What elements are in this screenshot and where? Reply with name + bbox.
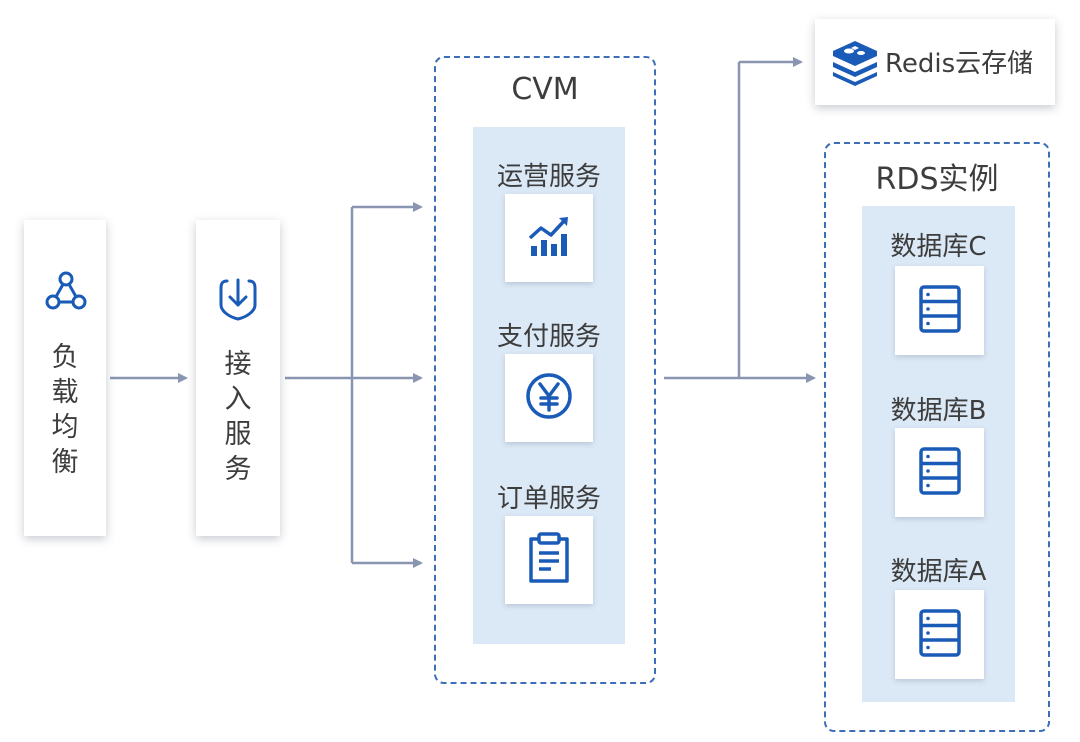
redis-label: Redis云存储 [885,49,1034,79]
yen-circle-icon [523,370,575,426]
layers-icon [829,36,881,88]
order-service-tile [505,516,593,604]
server-icon [918,446,962,500]
rds-group [824,142,1050,732]
access-service-char: 接 [224,349,252,380]
service-label-pay: 支付服务 [496,322,601,352]
db-a-tile [895,590,984,679]
service-label-order: 订单服务 [496,484,601,514]
pay-service-tile [505,354,593,442]
cvm-title: CVM [511,72,579,107]
download-shield-icon [217,275,259,321]
db-label-c: 数据库C [890,232,987,262]
clipboard-icon [527,531,571,589]
access-service-char: 务 [224,454,252,485]
cvm-group [434,56,656,684]
db-label-a: 数据库A [890,557,987,587]
redis-node: Redis云存储 [815,19,1055,105]
server-icon [918,608,962,662]
chart-growth-icon [525,212,573,264]
ops-service-tile [505,194,593,282]
service-label-ops: 运营服务 [496,162,601,192]
access-service-char: 服 [224,419,252,450]
load-balancer-char: 负 [51,342,79,373]
load-balancer-char: 均 [51,412,79,443]
load-balancer-char: 衡 [51,447,79,478]
db-label-b: 数据库B [890,396,987,426]
db-b-tile [895,428,984,517]
load-balancer-node: 负 载 均 衡 [24,220,106,536]
db-c-tile [895,266,984,355]
access-service-char: 入 [224,384,252,415]
network-triangle-icon [45,270,87,312]
access-service-node: 接 入 服 务 [196,220,280,536]
load-balancer-label: 负 载 均 衡 [24,340,106,480]
rds-title: RDS实例 [875,162,999,197]
access-service-label: 接 入 服 务 [196,347,280,487]
server-icon [918,284,962,338]
load-balancer-char: 载 [51,377,79,408]
